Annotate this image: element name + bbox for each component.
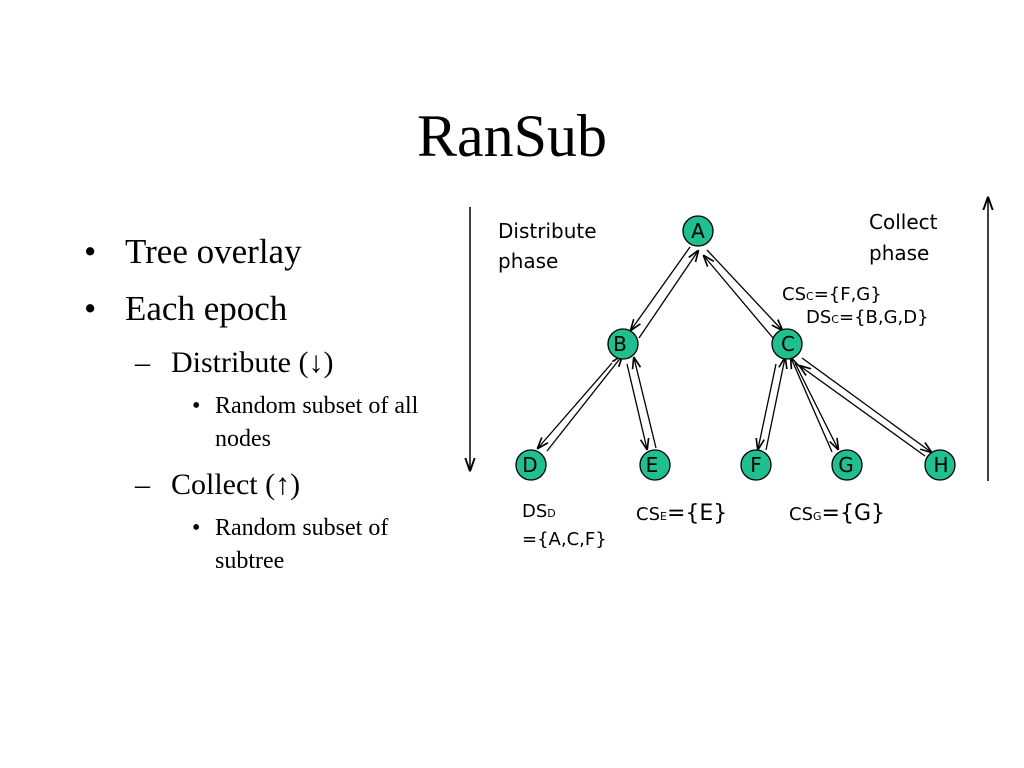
edge-c-h [800, 357, 931, 457]
distribute-label-line2: phase [498, 249, 558, 273]
node-h: H [924, 449, 956, 481]
bullet-marker: • [192, 515, 201, 541]
bullet-text: Each epoch [125, 289, 288, 328]
collect-label-line2: phase [869, 241, 929, 265]
sub-bullet-item: – Distribute (↓) [135, 346, 424, 380]
bullet-marker: • [192, 393, 201, 419]
bullet-list: • Tree overlay • Each epoch – Distribute… [84, 232, 424, 590]
edge-c-g [791, 358, 838, 452]
node-e: E [639, 449, 671, 481]
bullet-item: • Tree overlay [84, 232, 424, 272]
bullet-text: Tree overlay [125, 232, 302, 271]
edge-c-f [758, 358, 785, 450]
cs-e-annotation: CSE={E} [636, 501, 727, 526]
dash-marker: – [135, 468, 150, 501]
sub-sub-bullet-item: • Random subset of all nodes [192, 390, 424, 456]
node-a: A [682, 215, 714, 247]
ds-d-annotation-value: ={A,C,F} [522, 529, 607, 550]
sub-bullet-text: Distribute (↓) [171, 346, 334, 379]
sub-sub-bullet-item: • Random subset of subtree [192, 512, 424, 578]
node-c-label: C [781, 332, 795, 356]
node-g: G [831, 449, 863, 481]
bullet-item: • Each epoch [84, 289, 424, 329]
sub-sub-bullet-text: Random subset of subtree [215, 515, 389, 574]
node-c: C [771, 328, 803, 360]
edge-b-e [626, 358, 657, 449]
slide-title: RanSub [416, 103, 608, 169]
node-b: B [607, 328, 639, 360]
node-d-label: D [522, 453, 537, 477]
bullet-marker: • [84, 232, 97, 271]
edge-a-c [704, 249, 782, 339]
distribute-label-line1: Distribute [498, 219, 597, 243]
node-d: D [515, 449, 547, 481]
cs-c-annotation: CSC={F,G} [782, 284, 882, 305]
node-e-label: E [646, 453, 659, 477]
node-f-label: F [750, 453, 762, 477]
ds-c-annotation: DSC={B,G,D} [806, 307, 929, 328]
node-b-label: B [613, 332, 627, 356]
ds-d-annotation: DSD [522, 501, 556, 522]
node-a-label: A [691, 219, 705, 243]
dash-marker: – [135, 346, 150, 379]
edge-b-d [538, 356, 622, 452]
node-h-label: H [933, 453, 948, 477]
cs-g-annotation: CSG={G} [789, 501, 885, 526]
collect-label-line1: Collect [869, 210, 938, 234]
node-f: F [740, 449, 772, 481]
node-g-label: G [838, 453, 854, 477]
edge-a-b [631, 246, 698, 339]
bullet-marker: • [84, 289, 97, 328]
sub-sub-bullet-text: Random subset of all nodes [215, 393, 419, 452]
sub-bullet-text: Collect (↑) [171, 468, 301, 501]
sub-bullet-item: – Collect (↑) [135, 468, 424, 502]
